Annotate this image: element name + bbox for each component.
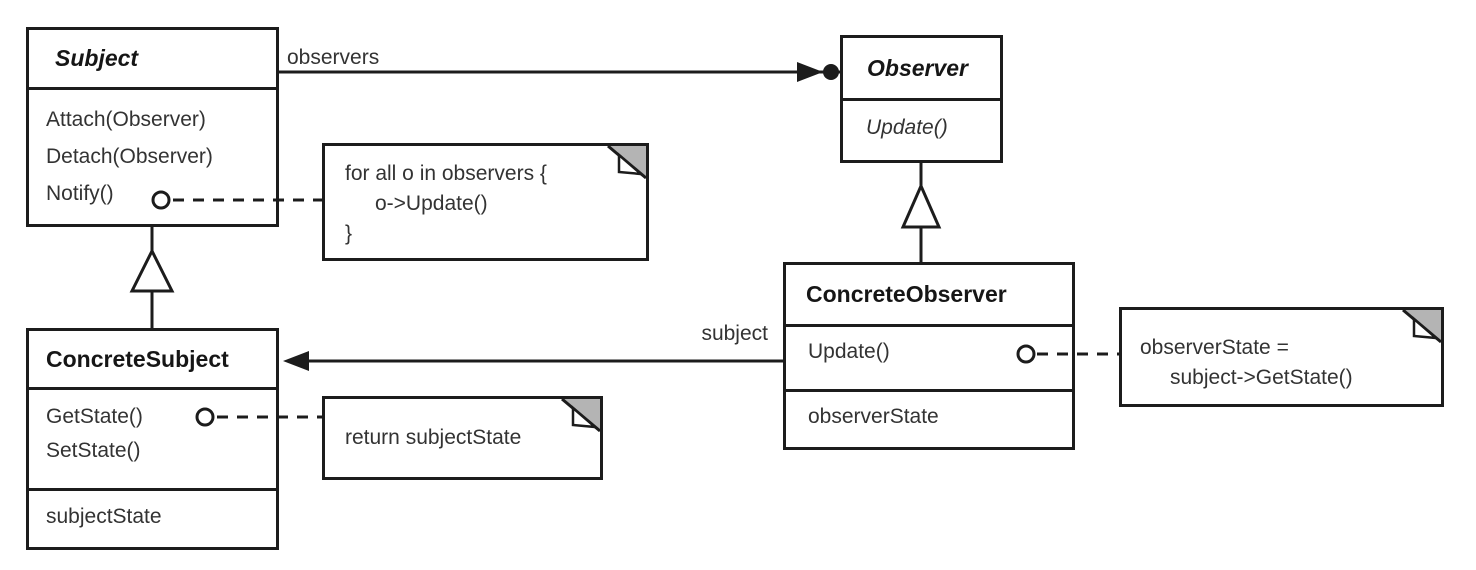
concrete-observer-attr-observerstate: observerState <box>808 405 939 428</box>
concrete-subject-class-box: ConcreteSubject GetState() SetState() su… <box>26 328 279 550</box>
concrete-observer-attributes-compartment: observerState <box>786 389 1072 429</box>
getstate-note: return subjectState <box>322 396 603 480</box>
update-note-line-2: subject->GetState() <box>1170 366 1353 389</box>
note-fold-icon <box>1402 310 1441 344</box>
subject-class-name: Subject <box>29 30 276 90</box>
concrete-observer-methods-compartment: Update() <box>786 327 1072 389</box>
subject-class-box: Subject Attach(Observer) Detach(Observer… <box>26 27 279 227</box>
many-multiplicity-ball-icon <box>823 64 839 80</box>
notify-note-line-1: for all o in observers { <box>345 162 547 185</box>
subject-methods-compartment: Attach(Observer) Detach(Observer) Notify… <box>29 90 276 212</box>
observer-methods-compartment: Update() <box>843 101 1000 140</box>
subject-method-attach: Attach(Observer) <box>46 108 206 131</box>
subject-method-detach: Detach(Observer) <box>46 145 213 168</box>
concrete-subject-methods-compartment: GetState() SetState() <box>29 390 276 488</box>
observer-method-update: Update() <box>866 116 948 139</box>
notify-note-line-2: o->Update() <box>375 192 488 215</box>
update-note-line-1: observerState = <box>1140 336 1289 359</box>
concrete-subject-attributes-compartment: subjectState <box>29 488 276 529</box>
concrete-subject-method-setstate: SetState() <box>46 439 141 462</box>
observers-association-label: observers <box>287 46 380 69</box>
concrete-subject-method-getstate: GetState() <box>46 405 143 428</box>
subject-arrowhead-icon <box>283 351 309 371</box>
concrete-subject-attr-subjectstate: subjectState <box>46 505 162 528</box>
observer-class-name: Observer <box>843 38 1000 101</box>
getstate-note-line-1: return subjectState <box>345 426 522 449</box>
concrete-subject-class-name: ConcreteSubject <box>29 331 276 390</box>
concrete-observer-class-box: ConcreteObserver Update() observerState <box>783 262 1075 450</box>
note-fold-icon <box>561 399 600 433</box>
observer-class-box: Observer Update() <box>840 35 1003 163</box>
notify-note-line-3: } <box>345 222 353 245</box>
notify-note: for all o in observers { o->Update() } <box>322 143 649 261</box>
subject-inheritance-triangle-icon <box>129 247 175 293</box>
subject-association-label: subject <box>701 322 768 345</box>
update-note: observerState = subject->GetState() <box>1119 307 1444 407</box>
observers-arrowhead-icon <box>797 62 823 82</box>
concrete-observer-class-name: ConcreteObserver <box>786 265 1072 327</box>
note-fold-icon <box>607 146 646 180</box>
observer-inheritance-triangle-icon <box>900 182 942 229</box>
concrete-observer-method-update: Update() <box>808 340 890 363</box>
subject-method-notify: Notify() <box>46 182 114 205</box>
